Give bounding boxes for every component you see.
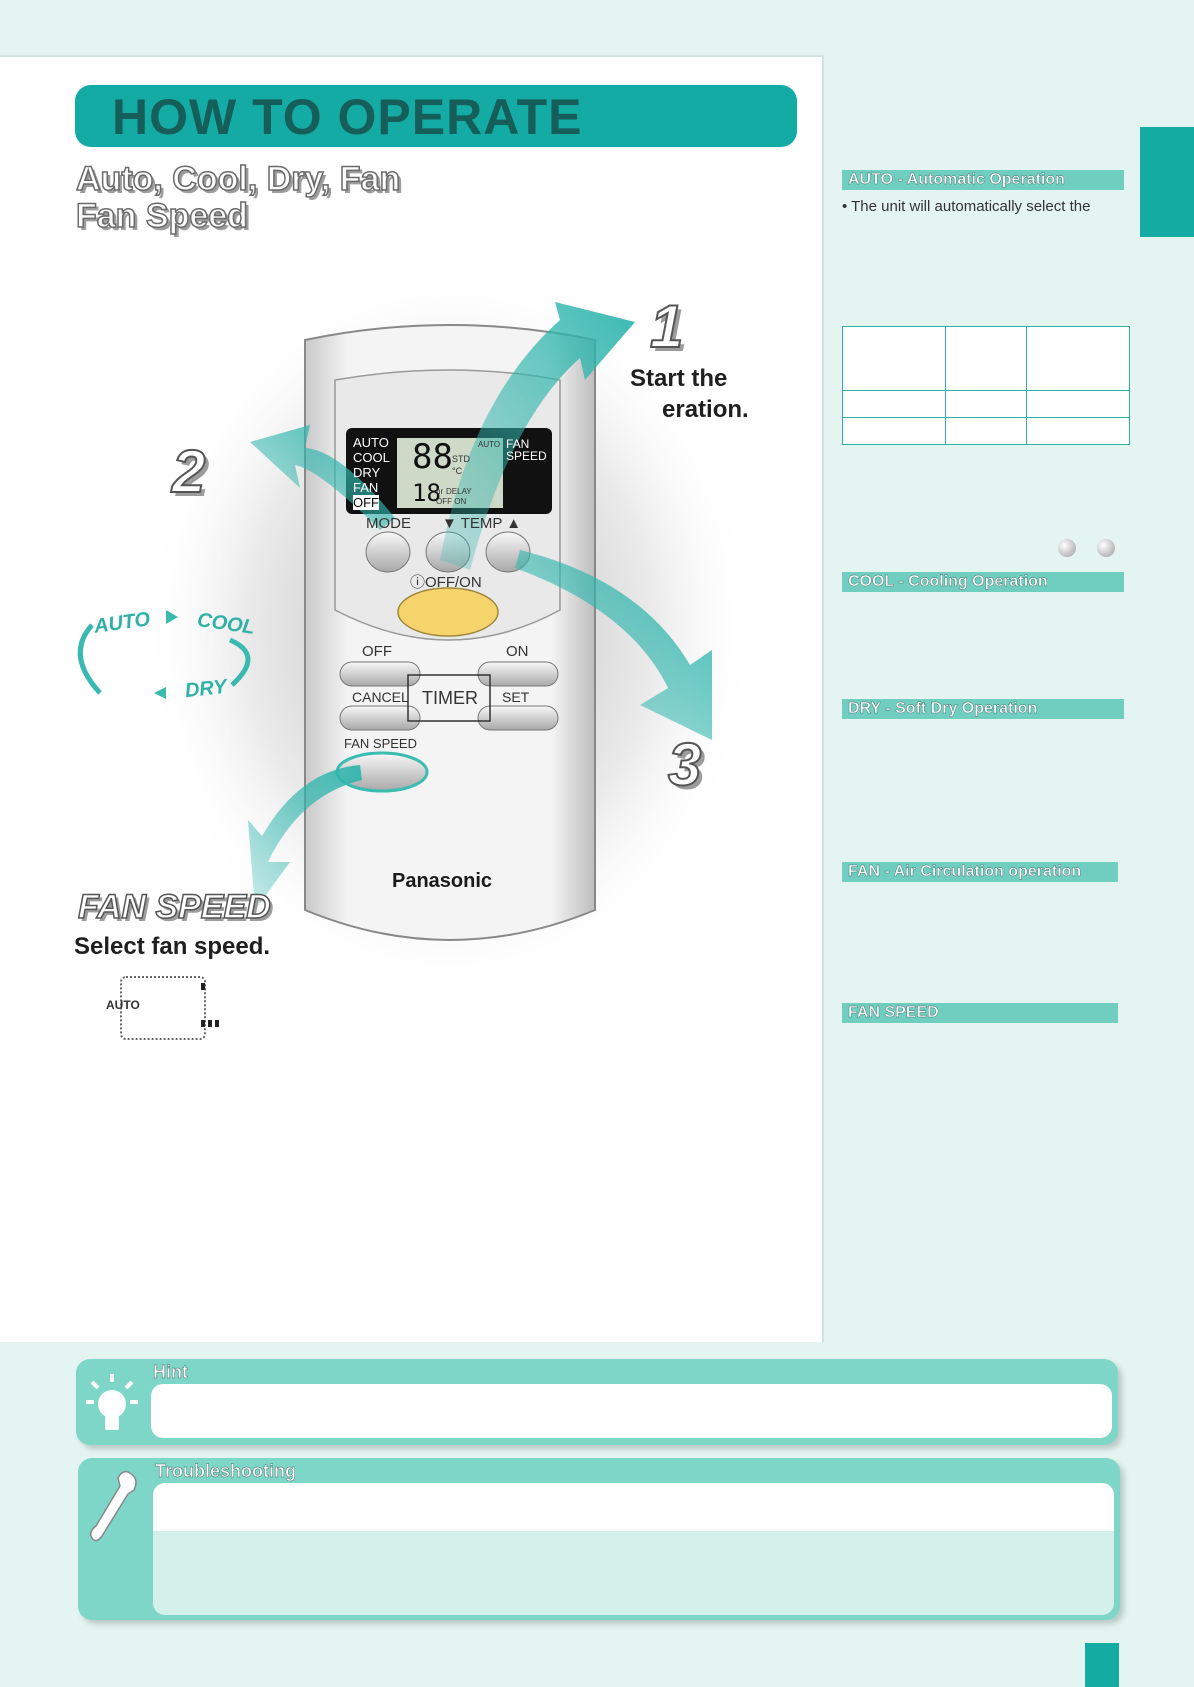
lcd-mode-dry: DRY [353, 465, 381, 480]
page-title: HOW TO OPERATE [112, 89, 583, 145]
lcd-digits-top: 88 [412, 437, 453, 477]
cancel-button-label[interactable]: CANCEL [352, 689, 409, 705]
subtitle-fan-speed: Fan Speed [75, 196, 248, 236]
mode-cycle-dry: DRY [183, 675, 228, 703]
timer-off-label[interactable]: OFF [362, 643, 392, 660]
cool-section-heading: COOL - Cooling Operation [842, 572, 1124, 592]
lcd-fan-label: FAN [506, 437, 530, 451]
remote-illustration: . [140, 260, 760, 1000]
auto-temperature-table [842, 326, 1130, 445]
fan-speed-heading: FAN SPEED [77, 887, 271, 927]
lcd-speed-label: SPEED [506, 449, 547, 463]
step-1-text-line1: Start the [630, 365, 728, 392]
set-button-label[interactable]: SET [502, 689, 530, 705]
step-3-number: 3 [667, 730, 702, 799]
lcd-mode-off: OFF [353, 495, 379, 510]
auto-section-heading: AUTO - Automatic Operation [842, 170, 1124, 190]
step-1-number: 1 [649, 292, 684, 361]
hint-label: Hint [153, 1362, 189, 1383]
lcd-std: STD [452, 454, 470, 464]
fan-level-bar [201, 983, 205, 990]
step-1-text-line2: eration. [662, 396, 749, 423]
title-bar [75, 85, 797, 147]
lcd-mode-list: AUTO COOL DRY FAN OFF [353, 435, 390, 510]
lcd-mode-fan: FAN [353, 480, 379, 495]
lcd-auto: AUTO [478, 440, 501, 449]
troubleshooting-row [153, 1531, 1114, 1615]
indicator-lamp-icon [1058, 539, 1076, 557]
fan-level-bar [215, 1020, 219, 1027]
fan-level-bar [208, 1020, 212, 1027]
offon-button [397, 587, 499, 637]
lcd-hr: hr [436, 487, 444, 496]
troubleshooting-label: Troubleshooting [155, 1461, 297, 1482]
timer-label: TIMER [422, 688, 478, 708]
arrow-fan-speed [248, 765, 362, 910]
lcd-offon: OFF ON [436, 497, 467, 506]
wrench-icon [89, 1470, 137, 1542]
dry-section-heading: DRY - Soft Dry Operation [842, 699, 1124, 719]
fan-level-bar [201, 1020, 205, 1027]
lcd-digits-bottom: 18 [412, 479, 441, 507]
fan-section-heading: FAN - Air Circulation operation [842, 862, 1118, 882]
lcd-fan-speed: FAN SPEED [506, 438, 547, 462]
timer-on-label[interactable]: ON [506, 643, 529, 660]
arrow-step3 [515, 550, 712, 740]
troubleshooting-row [153, 1483, 1114, 1531]
hint-content [151, 1384, 1112, 1438]
auto-bullet-text: • The unit will automatically select the [842, 198, 1091, 215]
section-tab-marker [1140, 127, 1194, 237]
fan-speed-display-box [120, 976, 206, 1040]
fan-speed-button-label[interactable]: FAN SPEED [344, 736, 417, 751]
brand-logo: Panasonic [392, 870, 493, 892]
offon-button-label[interactable]: ⓘOFF/ON [410, 574, 482, 591]
mode-button-label[interactable]: MODE [366, 515, 411, 532]
page-marker [1085, 1643, 1119, 1687]
temp-button-label[interactable]: ▼ TEMP ▲ [442, 515, 522, 532]
lightbulb-icon [86, 1374, 138, 1430]
indicator-lamp-icon [1097, 539, 1115, 557]
lcd-delay: DELAY [446, 487, 472, 496]
arrow-step1 [440, 302, 635, 570]
lcd-mode-auto: AUTO [353, 435, 389, 450]
fan-speed-auto-label: AUTO [106, 998, 140, 1012]
lcd-mode-cool: COOL [353, 450, 390, 465]
fan-speed-section-heading: FAN SPEED [842, 1003, 1118, 1023]
step-2-number: 2 [171, 437, 206, 506]
mode-cycle-arrows [77, 610, 251, 699]
lcd-celsius: °C [452, 466, 463, 476]
subtitle-modes: Auto, Cool, Dry, Fan [75, 159, 401, 199]
fan-speed-description: Select fan speed. [74, 933, 271, 960]
